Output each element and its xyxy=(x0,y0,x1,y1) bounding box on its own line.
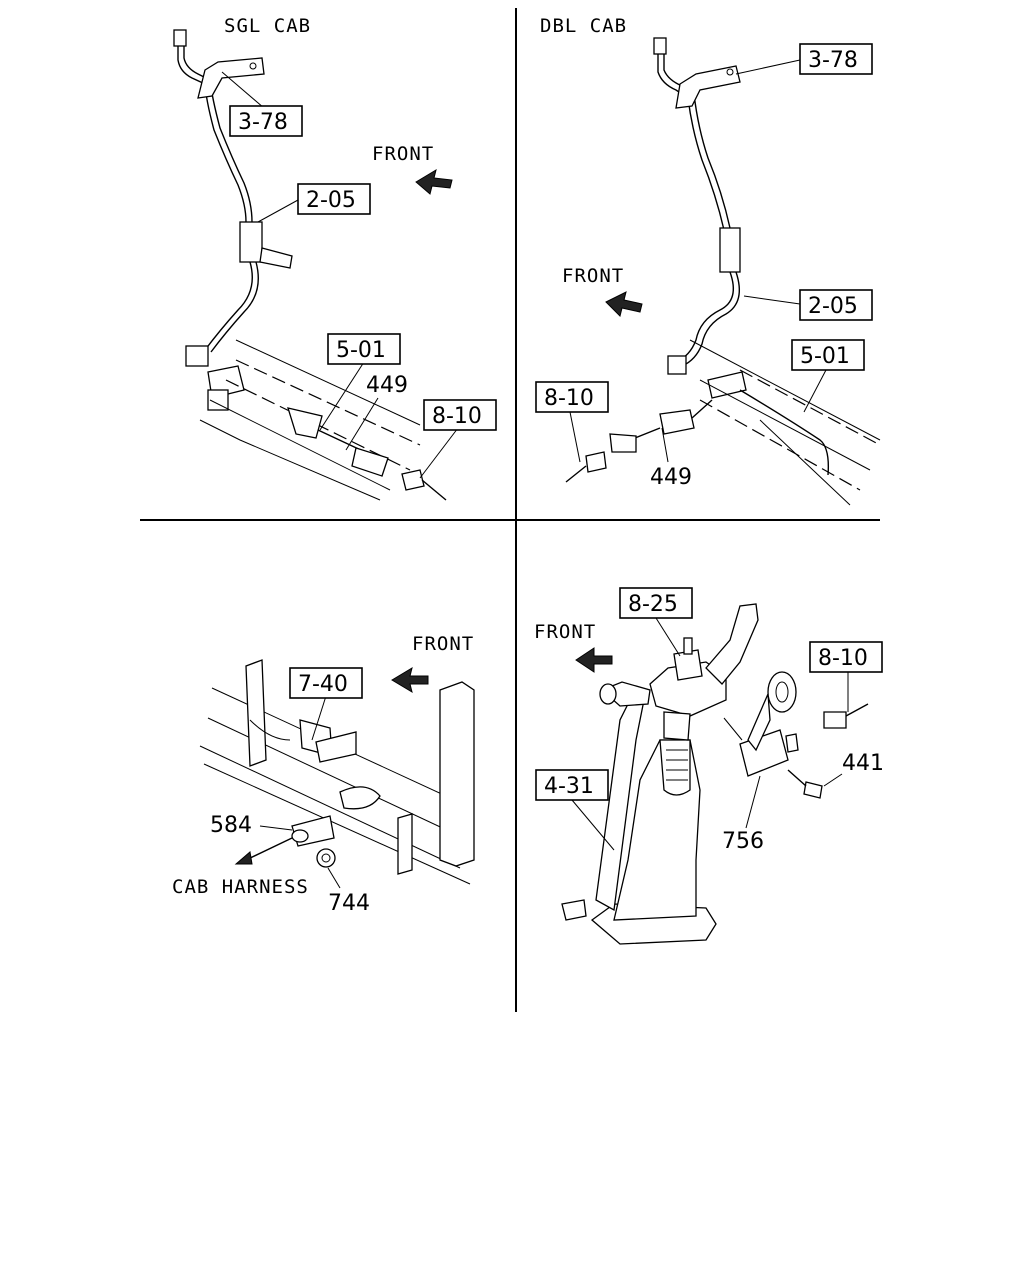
dbl-hose-joint xyxy=(719,227,741,273)
sgl-ref-5-01: 5-01 xyxy=(336,338,386,363)
dbl-front-label: FRONT xyxy=(562,265,624,287)
dbl-lower-clip xyxy=(667,355,687,375)
sgl-front-arrow-icon xyxy=(415,168,453,195)
column-ref-8-25: 8-25 xyxy=(628,592,678,617)
sgl-ref-box-8-10 xyxy=(423,399,497,431)
dbl-part-449: 449 xyxy=(650,465,692,490)
dbl-front-arrow-icon xyxy=(605,291,643,317)
sgl-ref-box-2-05 xyxy=(297,183,371,215)
combination-switch xyxy=(649,661,727,717)
sgl-ref-3-78: 3-78 xyxy=(238,110,288,135)
dbl-ref-box-5-01 xyxy=(791,339,865,371)
dbl-lower-fitting xyxy=(707,371,747,399)
sgl-harness-connector xyxy=(401,469,425,491)
sgl-hose-end-fitting xyxy=(173,29,187,47)
harness-ref-box-7-40 xyxy=(289,667,363,699)
dbl-sensor-body xyxy=(659,409,695,435)
column-boot xyxy=(659,739,691,796)
dbl-hose-bracket xyxy=(675,65,741,109)
harness-nut-744 xyxy=(316,848,336,868)
harness-ref-7-40: 7-40 xyxy=(298,672,348,697)
dbl-ref-box-8-10 xyxy=(535,381,609,413)
quadrant-steering-column: FRONT 8-25 8-10 xyxy=(534,587,884,945)
column-harness-connector xyxy=(823,711,847,729)
sgl-cab-title: SGL CAB xyxy=(224,15,311,37)
column-part-756: 756 xyxy=(722,829,764,854)
dbl-ref-box-3-78 xyxy=(799,43,873,75)
dbl-cab-title: DBL CAB xyxy=(540,15,627,37)
quadrant-sgl-cab: SGL CAB FRONT 3-78 xyxy=(173,15,497,501)
harness-part-584: 584 xyxy=(210,813,252,838)
quadrant-cab-harness: FRONT 7-40 584 744 CAB HARNESS xyxy=(172,633,475,916)
column-ref-box-8-10 xyxy=(809,641,883,673)
sgl-ref-box-5-01 xyxy=(327,333,401,365)
harness-front-arrow-icon xyxy=(391,666,429,694)
sgl-hose-joint xyxy=(239,221,263,263)
sgl-sensor-body xyxy=(287,407,323,439)
cab-harness-label: CAB HARNESS xyxy=(172,876,309,898)
sgl-sensor-connector xyxy=(351,447,389,477)
sgl-part-449: 449 xyxy=(366,373,408,398)
sgl-hose-upper-edge xyxy=(183,40,253,223)
dbl-harness-connector xyxy=(585,451,607,473)
dbl-sensor-connector xyxy=(609,433,637,453)
dbl-ref-8-10: 8-10 xyxy=(544,386,594,411)
column-part-441: 441 xyxy=(842,751,884,776)
sgl-ref-box-3-78 xyxy=(229,105,303,137)
quadrant-dbl-cab: DBL CAB FRONT 3-78 2-05 xyxy=(535,15,881,506)
wiper-lever xyxy=(705,603,759,685)
column-ref-4-31: 4-31 xyxy=(544,774,594,799)
dbl-ref-3-78: 3-78 xyxy=(808,48,858,73)
column-front-arrow-icon xyxy=(575,647,613,673)
sgl-ref-2-05: 2-05 xyxy=(306,188,356,213)
key-reader-ring xyxy=(767,671,797,713)
dbl-ref-box-2-05 xyxy=(799,289,873,321)
column-shaft-tip xyxy=(683,637,693,655)
sgl-hose-bracket xyxy=(197,57,265,99)
column-ref-8-10: 8-10 xyxy=(818,646,868,671)
control-unit-756 xyxy=(739,729,789,777)
sgl-lower-clip xyxy=(185,345,209,367)
column-ref-box-4-31 xyxy=(535,769,609,801)
column-front-label: FRONT xyxy=(534,621,596,643)
sgl-ref-8-10: 8-10 xyxy=(432,404,482,429)
sgl-hose-upper xyxy=(177,40,247,223)
cab-harness-arrow-icon xyxy=(234,851,253,865)
harness-frame-upright xyxy=(245,659,267,767)
harness-frame-crossmember xyxy=(439,681,475,867)
harness-front-label: FRONT xyxy=(412,633,474,655)
dbl-ref-5-01: 5-01 xyxy=(800,344,850,369)
harness-part-744: 744 xyxy=(328,891,370,916)
dbl-ref-2-05: 2-05 xyxy=(808,294,858,319)
sgl-hose-nipple xyxy=(259,247,293,269)
bolt-441 xyxy=(803,781,823,799)
sgl-front-label: FRONT xyxy=(372,143,434,165)
dbl-hose-end-fitting xyxy=(653,37,667,55)
column-ref-box-8-25 xyxy=(619,587,693,619)
